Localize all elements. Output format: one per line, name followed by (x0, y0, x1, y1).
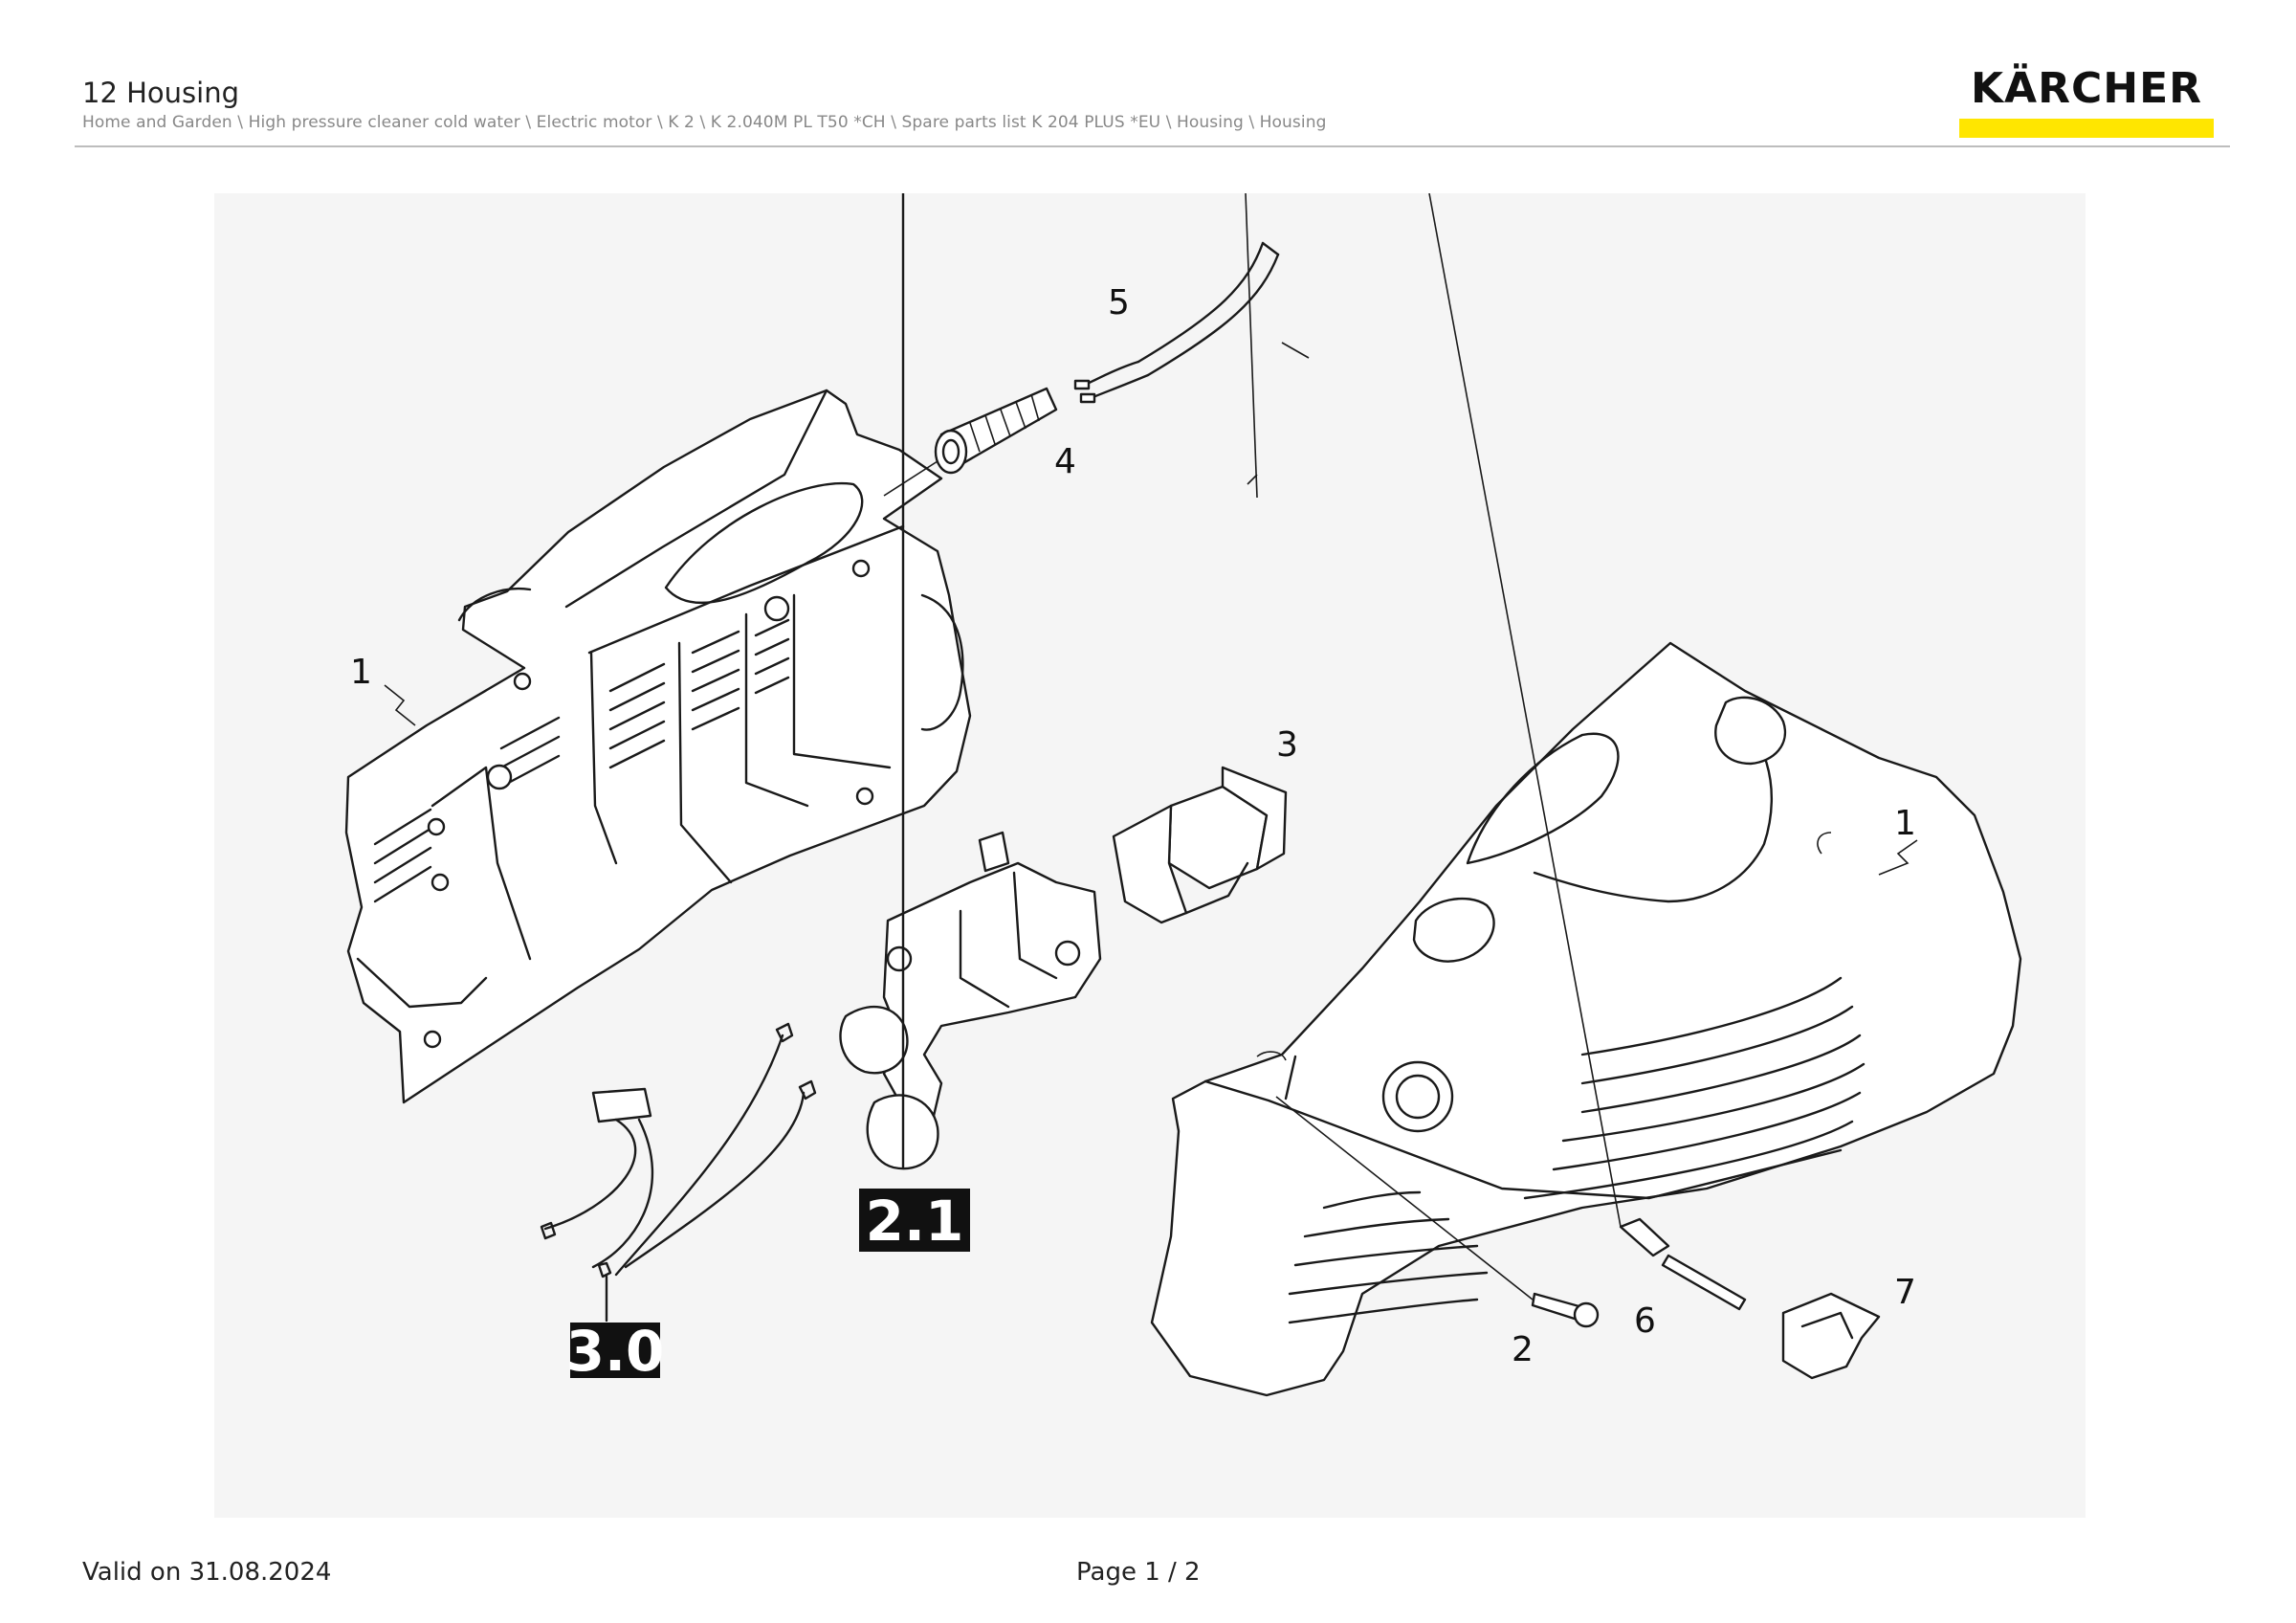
karcher-logo: KÄRCHER (1959, 63, 2214, 140)
group-label-2-1: 2.1 (866, 1189, 964, 1254)
part-label-2: 2 (1512, 1330, 1534, 1369)
part-3-bracket (1112, 766, 1288, 924)
part-label-6: 6 (1634, 1301, 1656, 1341)
group-3-0-badge (570, 1323, 660, 1378)
logo-wordmark: KÄRCHER (1970, 64, 2203, 113)
group-label-3-0: 3.0 (566, 1319, 665, 1384)
part-label-3: 3 (1276, 725, 1298, 765)
header-divider (75, 145, 2230, 147)
diagram-drawing: 2.1 3.0 (344, 193, 2022, 1397)
page-number: Page 1 / 2 (1076, 1558, 1201, 1587)
part-label-4: 4 (1054, 442, 1076, 481)
part-6-pin (1428, 193, 1747, 1311)
exploded-parts-diagram: 2.1 3.0 (214, 193, 2086, 1518)
part-2-1-pump-head (839, 193, 1102, 1170)
part-5-power-cable (1073, 241, 1280, 404)
group-2-1-badge (859, 1189, 970, 1252)
breadcrumb: Home and Garden \ High pressure cleaner … (82, 113, 1327, 132)
left-housing-half (344, 389, 972, 1104)
leader-lines (384, 193, 1918, 876)
part-label-7: 7 (1894, 1273, 1916, 1312)
part-7-knob (1781, 1292, 1881, 1380)
validity-date: Valid on 31.08.2024 (82, 1558, 332, 1587)
part-4-cable-grommet (883, 387, 1058, 497)
part-2-screw (1275, 1096, 1600, 1328)
part-label-1-left: 1 (350, 653, 372, 692)
right-housing-half (1150, 641, 2022, 1397)
logo-yellow-bar (1959, 119, 2214, 138)
page-title: 12 Housing (82, 77, 240, 109)
part-label-5: 5 (1108, 283, 1130, 322)
part-label-1-right: 1 (1894, 804, 1916, 843)
part-3-0-wiring (540, 1022, 817, 1323)
